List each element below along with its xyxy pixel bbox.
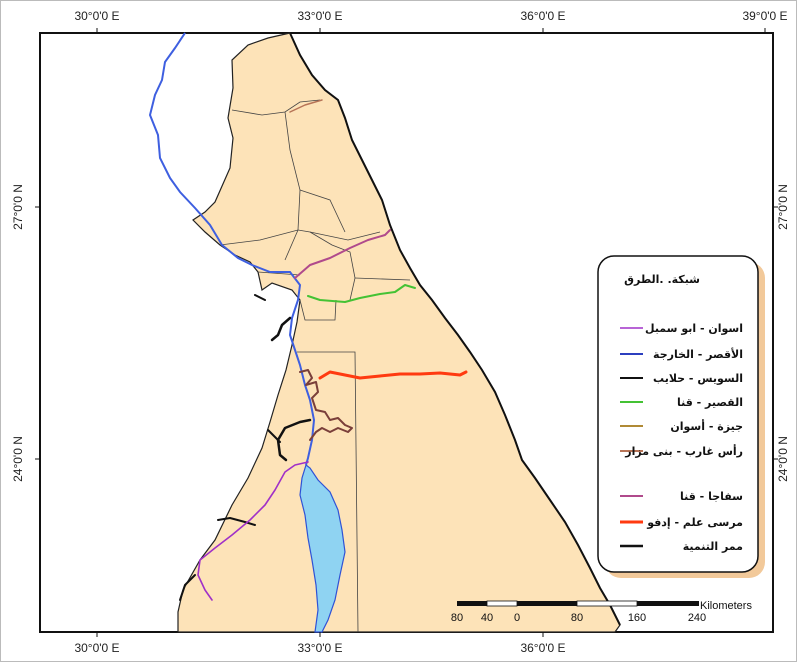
legend-label: الأقصر - الخارجة (653, 347, 743, 361)
coord-left-1: 27°0'0 N (11, 184, 25, 230)
scale-unit: Kilometers (700, 600, 752, 612)
coord-right-2: 24°0'0 N (776, 436, 790, 482)
scale-bar: Kilometers 80 40 0 80 160 240 (451, 600, 753, 624)
coord-right-1: 27°0'0 N (776, 184, 790, 230)
legend: شبكة. .الطرق اسوان - ابو سمبل الأقصر - ال… (597, 255, 765, 578)
road-marsaalam-edfu (318, 370, 468, 380)
scale-label-5: 160 (628, 612, 646, 624)
road-rasgharib-benimazar (289, 99, 323, 113)
road-development-corridor (276, 418, 312, 462)
roads (179, 99, 468, 601)
legend-label: جيزة - أسوان (670, 419, 743, 433)
coord-top-1: 30°0'0 E (74, 9, 119, 23)
scale-label-3: 0 (514, 612, 520, 624)
legend-label: اسوان - ابو سمبل (645, 322, 743, 335)
coord-top-2: 33°0'0 E (297, 9, 342, 23)
legend-label: القصير - قنا (677, 396, 743, 409)
legend-label: رأس غارب - بنى مزار (624, 444, 743, 458)
road-aswan-abusimbel (197, 461, 309, 601)
frame-ticks (35, 28, 778, 637)
lake-nasser (299, 464, 346, 633)
coord-left-2: 24°0'0 N (11, 436, 25, 482)
road-qusair-qena (307, 284, 416, 303)
legend-label: ممر التنمية (683, 540, 743, 553)
legend-label: مرسى علم - إدفو (646, 516, 743, 529)
coord-bottom-1: 30°0'0 E (74, 641, 119, 655)
road-black-west (267, 429, 281, 443)
road-black-south (217, 517, 256, 526)
scale-label-4: 80 (571, 612, 583, 624)
road-suez-halayeb (254, 294, 266, 301)
scale-label-1: 80 (451, 612, 463, 624)
scale-label-2: 40 (481, 612, 493, 624)
red-sea-coastline (289, 32, 621, 626)
coord-top-3: 36°0'0 E (520, 9, 565, 23)
legend-label: السويس - حلايب (653, 372, 743, 385)
road-giza-aswan (299, 369, 353, 441)
nile-river (148, 32, 316, 466)
coordinate-labels: 30°0'0 E 33°0'0 E 36°0'0 E 39°0'0 E 30°0… (11, 9, 790, 655)
legend-label: سفاجا - قنا (680, 490, 743, 503)
legend-box (597, 255, 759, 573)
road-safaga-qena (294, 229, 391, 279)
coord-top-4: 39°0'0 E (742, 9, 787, 23)
coord-bottom-2: 33°0'0 E (297, 641, 342, 655)
legend-items: اسوان - ابو سمبل الأقصر - الخارجة السويس -… (620, 322, 743, 553)
coord-bottom-3: 36°0'0 E (520, 641, 565, 655)
road-development-corridor-2 (270, 316, 292, 342)
scale-label-6: 240 (688, 612, 706, 624)
nile-river-upper (179, 32, 186, 41)
admin-boundaries (219, 99, 411, 633)
road-black-sw (179, 574, 196, 601)
legend-title: شبكة. .الطرق (624, 273, 700, 286)
